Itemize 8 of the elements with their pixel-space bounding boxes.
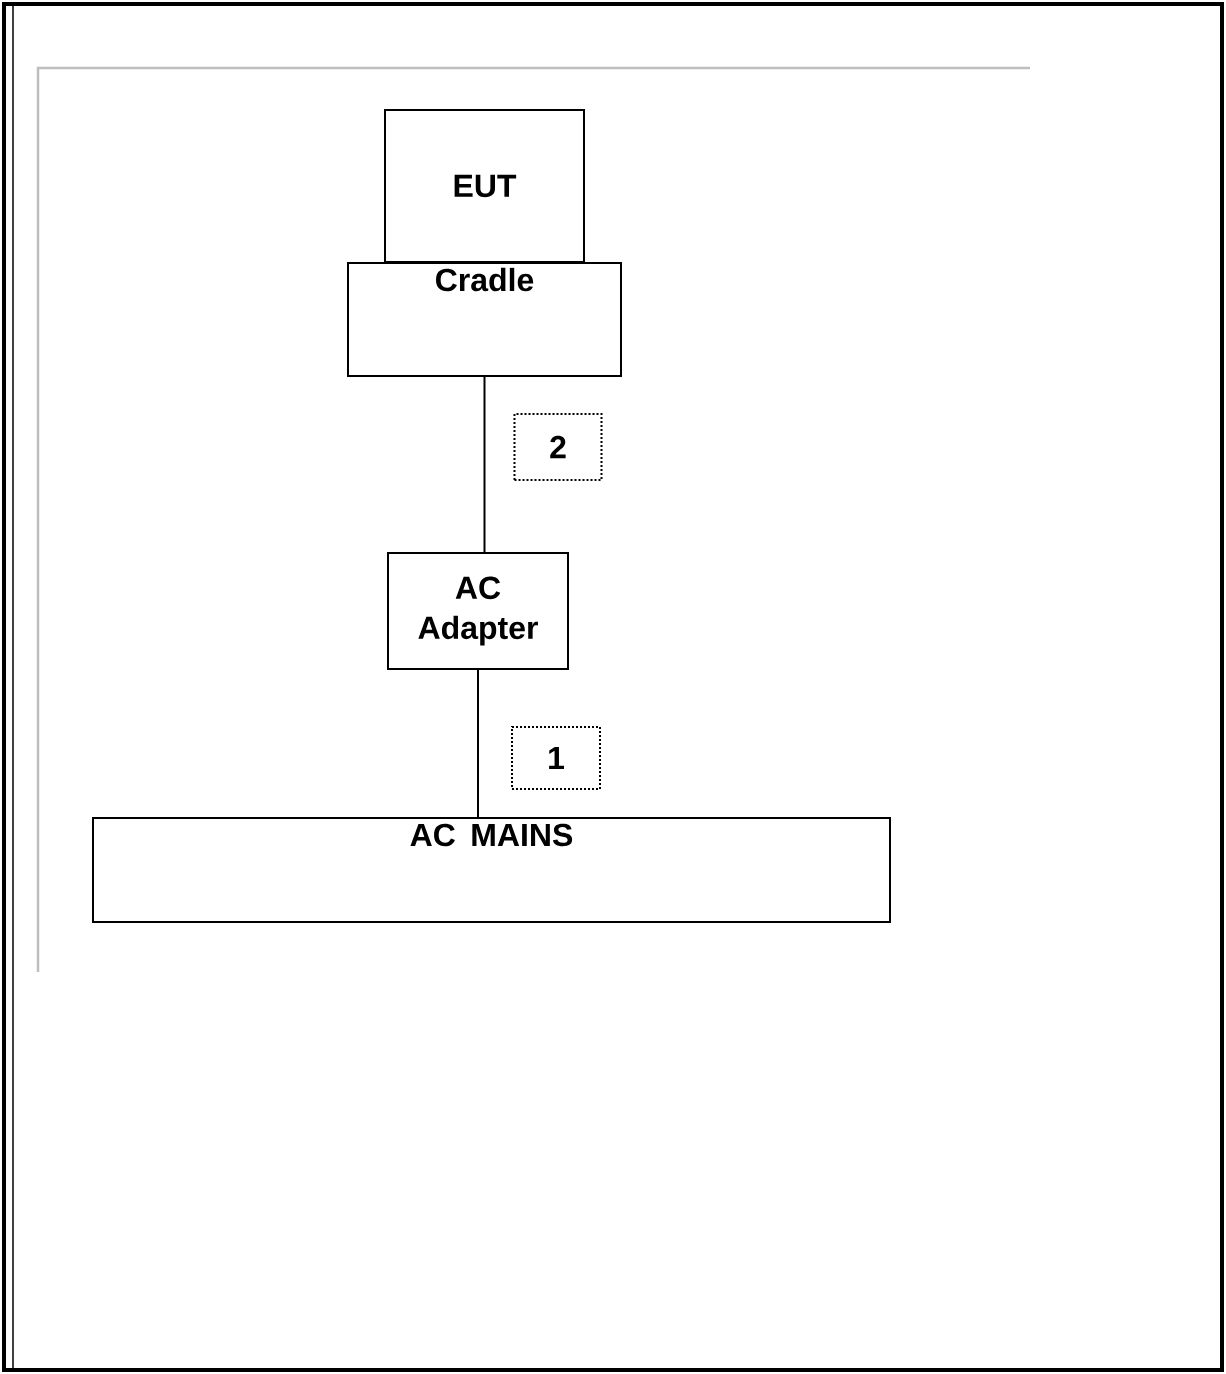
connector-line (483, 376, 486, 553)
edge-label: 1 (511, 726, 601, 790)
process-box: AC Adapter (387, 552, 569, 670)
edge-label: 2 (513, 413, 603, 481)
process-box: Cradle (347, 262, 622, 377)
process-box: EUT (384, 109, 585, 263)
connector-line (477, 669, 479, 818)
process-box: AC MAINS (92, 817, 891, 923)
